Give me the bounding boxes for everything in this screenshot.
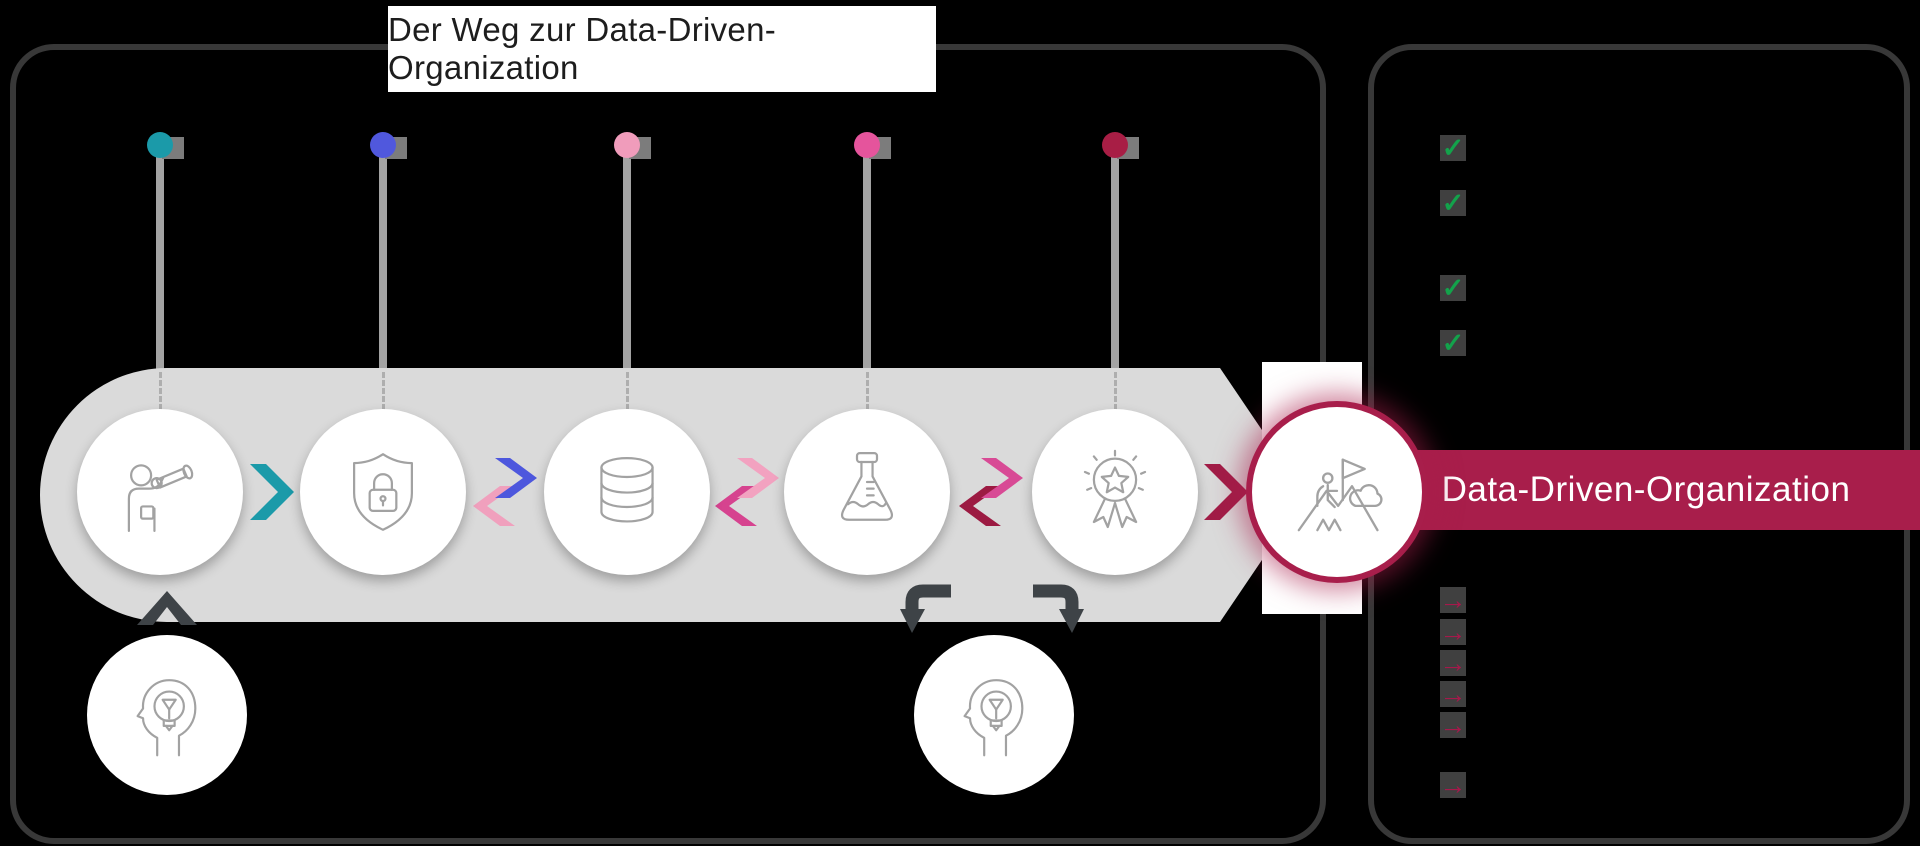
stage-stem	[1111, 156, 1119, 370]
arrow-bullet-icon-halo	[1440, 772, 1466, 798]
stage-stem	[623, 156, 631, 370]
stage-marker-dot	[854, 132, 880, 158]
stage-stem-dash	[626, 372, 629, 410]
connector-chevron-4	[959, 458, 1023, 526]
stage-marker-dot	[1102, 132, 1128, 158]
arrow-bullet-icon-halo	[1440, 650, 1466, 676]
flask-icon	[840, 452, 894, 521]
stage-circle-excellence	[1032, 409, 1198, 575]
stage-marker-dot	[147, 132, 173, 158]
stage-marker-dot	[370, 132, 396, 158]
checkmark-icon-halo	[1440, 135, 1466, 161]
arrow-bullet-icon-halo	[1440, 712, 1466, 738]
database-icon	[600, 457, 654, 523]
corner-arrow-left-icon	[900, 584, 951, 633]
up-chevron-icon	[137, 591, 197, 625]
page-title: Der Weg zur Data-Driven-Organization	[388, 11, 777, 86]
checkmark-icon-halo	[1440, 330, 1466, 356]
summit-flag-icon	[1297, 458, 1383, 532]
connector-chevron-1	[250, 464, 294, 520]
arrow-bullet-icon: →	[1439, 769, 1467, 800]
checkmark-icon: ✓	[1441, 327, 1465, 358]
result-banner: Data-Driven-Organization	[1332, 450, 1920, 530]
checkmark-icon: ✓	[1441, 272, 1465, 303]
arrow-bullet-icon: →	[1439, 709, 1467, 740]
head-lightbulb-icon	[963, 679, 1024, 757]
stage-marker-dot	[614, 132, 640, 158]
checkmark-icon-halo	[1440, 190, 1466, 216]
arrow-bullet-icon: →	[1439, 678, 1467, 709]
arrow-bullet-icon-halo	[1440, 619, 1466, 645]
head-lightbulb-icon	[136, 679, 197, 757]
award-icon	[1083, 449, 1147, 529]
connector-chevron-3	[715, 458, 779, 526]
stage-circle-experimentation	[784, 409, 950, 575]
arrow-bullet-icon: →	[1439, 616, 1467, 647]
telescope-person-icon	[127, 464, 194, 532]
checkmark-icon: ✓	[1441, 132, 1465, 163]
shield-lock-icon	[353, 453, 413, 531]
stage-stem	[379, 156, 387, 370]
stage-stem	[156, 156, 164, 370]
corner-arrow-right-icon	[1033, 584, 1084, 633]
stage-circle-final-goal	[1252, 407, 1422, 577]
checkmark-icon-halo	[1440, 275, 1466, 301]
stage-circle-vision	[77, 409, 243, 575]
checkmark-icon: ✓	[1441, 187, 1465, 218]
connector-chevron-5	[1204, 464, 1248, 520]
arrow-bullet-icon-halo	[1440, 681, 1466, 707]
result-banner-label: Data-Driven-Organization	[1441, 470, 1851, 509]
insight-circle-left	[87, 635, 247, 795]
arrow-bullet-icon: →	[1439, 584, 1467, 615]
arrow-bullet-icon: →	[1439, 647, 1467, 678]
stage-stem	[863, 156, 871, 370]
arrow-bullet-icon-halo	[1440, 587, 1466, 613]
stage-stem-dash	[159, 372, 162, 410]
connector-chevron-2	[473, 458, 537, 526]
stage-stem-dash	[1114, 372, 1117, 410]
stage-circle-data-platform	[544, 409, 710, 575]
title-box: Der Weg zur Data-Driven-Organization	[388, 6, 936, 92]
insight-circle-right	[914, 635, 1074, 795]
stage-circle-security	[300, 409, 466, 575]
stage-stem-dash	[866, 372, 869, 410]
stage-stem-dash	[382, 372, 385, 410]
